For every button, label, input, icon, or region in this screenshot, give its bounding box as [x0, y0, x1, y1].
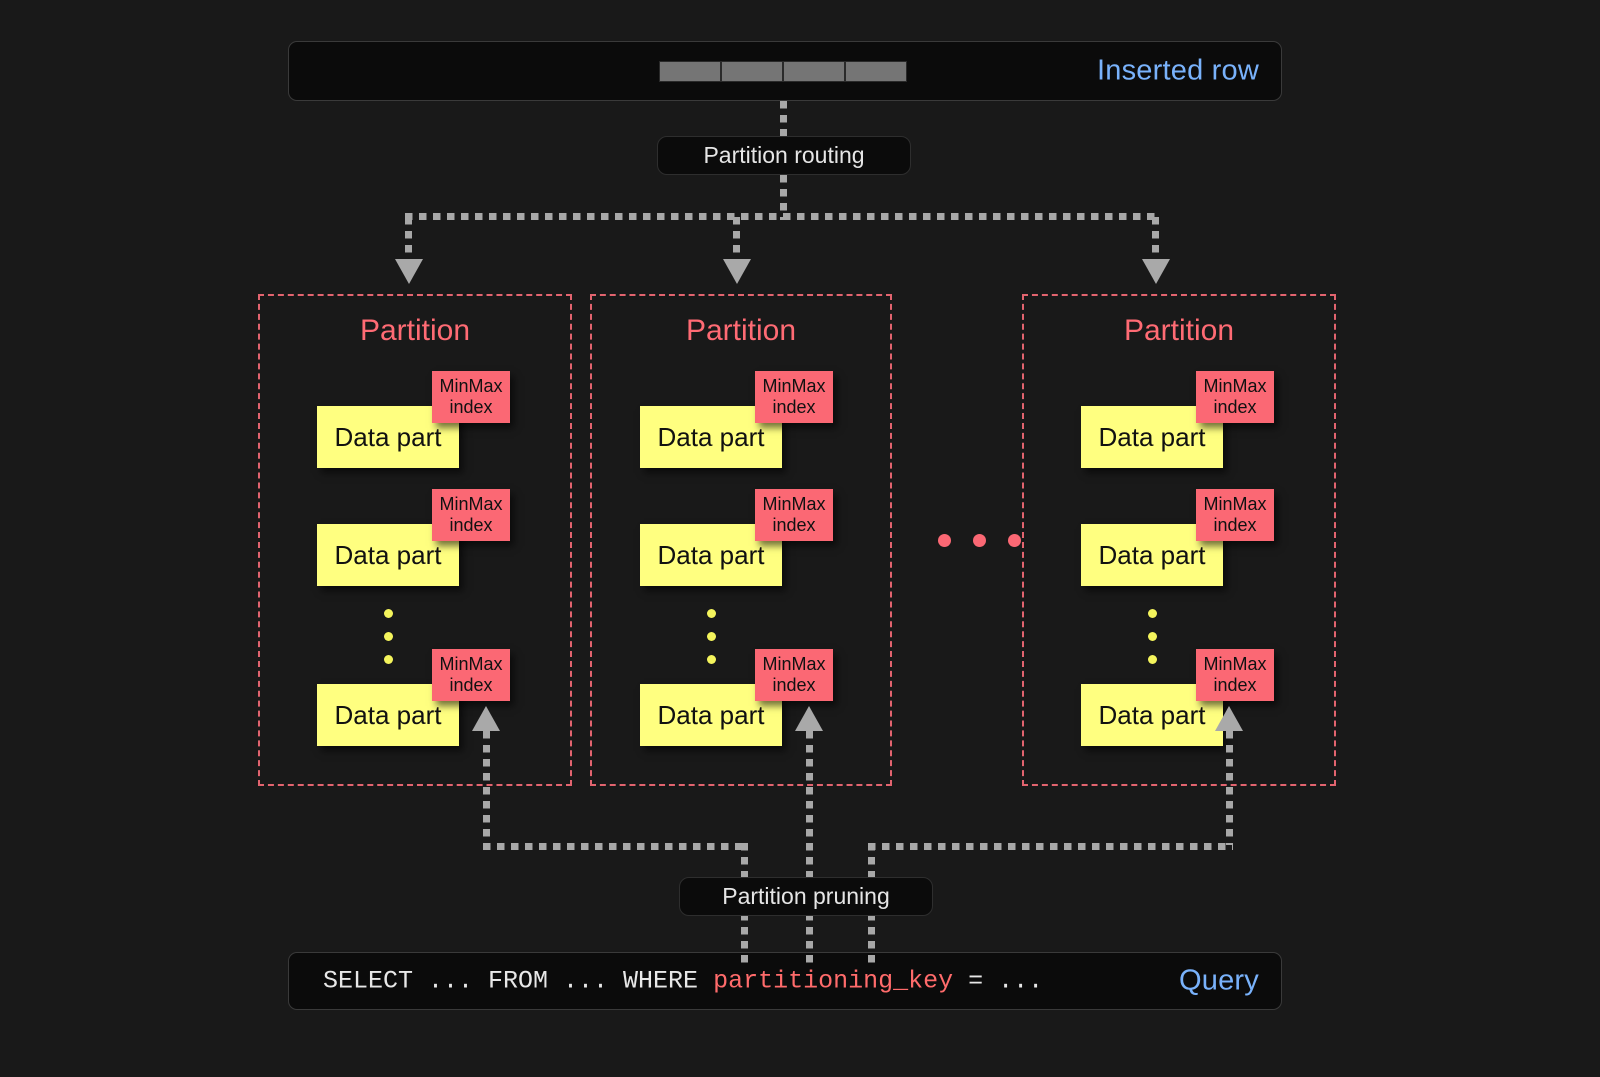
connector-routing-to-bus	[780, 175, 787, 220]
minmax-line1: MinMax	[762, 376, 826, 397]
partitions-ellipsis	[938, 534, 1021, 547]
minmax-index-box: MinMax index	[432, 649, 510, 701]
partition-pruning-box[interactable]: Partition pruning	[679, 877, 933, 916]
minmax-line1: MinMax	[762, 494, 826, 515]
partition-box-3[interactable]: Partition MinMax index Data part MinMax …	[1022, 294, 1336, 786]
partition-routing-box[interactable]: Partition routing	[657, 136, 911, 175]
partition-title: Partition	[359, 314, 471, 347]
minmax-line2: index	[449, 675, 493, 695]
partition-box-1[interactable]: Partition MinMax index Data part MinMax …	[258, 294, 572, 786]
row-cell	[721, 61, 783, 82]
minmax-line2: index	[1213, 515, 1257, 535]
connector-bus-to-partition-2	[733, 217, 740, 264]
data-part-label: Data part	[1098, 421, 1206, 452]
arrow-down-partition-1	[395, 259, 423, 284]
data-part-label: Data part	[657, 699, 765, 730]
minmax-index-box: MinMax index	[432, 489, 510, 541]
row-cell	[783, 61, 845, 82]
connector-partition-2-down	[806, 731, 813, 963]
vertical-ellipsis	[384, 609, 393, 678]
query-bar: SELECT ... FROM ... WHERE partitioning_k…	[288, 952, 1282, 1010]
inserted-row-label: Inserted row	[1097, 54, 1259, 87]
query-label: Query	[1179, 964, 1259, 997]
ellipsis-dot	[1148, 609, 1157, 618]
ellipsis-dot	[707, 632, 716, 641]
data-part-label: Data part	[334, 421, 442, 452]
row-cell	[659, 61, 721, 82]
ellipsis-dot	[1008, 534, 1021, 547]
connector-pruning-bus-right	[868, 843, 1233, 850]
minmax-line2: index	[772, 515, 816, 535]
ellipsis-dot	[1148, 655, 1157, 664]
minmax-line2: index	[1213, 397, 1257, 417]
partition-title: Partition	[1123, 314, 1235, 347]
connector-row-to-routing	[780, 101, 787, 137]
data-part-label: Data part	[334, 539, 442, 570]
minmax-line1: MinMax	[439, 494, 503, 515]
connector-routing-bus	[405, 213, 1158, 220]
minmax-line2: index	[449, 397, 493, 417]
minmax-line2: index	[1213, 675, 1257, 695]
ellipsis-dot	[384, 655, 393, 664]
arrow-down-partition-2	[723, 259, 751, 284]
minmax-index-box: MinMax index	[755, 649, 833, 701]
connector-partition-1-down	[483, 731, 490, 845]
data-part-label: Data part	[1098, 539, 1206, 570]
ellipsis-dot	[707, 609, 716, 618]
data-part-box: Data part	[1081, 406, 1223, 468]
vertical-ellipsis	[1148, 609, 1157, 678]
ellipsis-dot	[938, 534, 951, 547]
inserted-row-bar: Inserted row	[288, 41, 1282, 101]
query-prefix: SELECT ... FROM ... WHERE	[323, 966, 714, 996]
arrow-down-partition-3	[1142, 259, 1170, 284]
minmax-line1: MinMax	[762, 654, 826, 675]
minmax-index-box: MinMax index	[1196, 371, 1274, 423]
query-partitioning-key: partitioning_key	[713, 966, 954, 996]
arrow-up-partition-2	[795, 706, 823, 731]
ellipsis-dot	[1148, 632, 1157, 641]
data-part-box: Data part	[317, 684, 459, 746]
connector-bus-to-partition-1	[405, 217, 412, 264]
minmax-index-box: MinMax index	[1196, 649, 1274, 701]
partition-box-2[interactable]: Partition MinMax index Data part MinMax …	[590, 294, 892, 786]
data-part-label: Data part	[1098, 699, 1206, 730]
ellipsis-dot	[384, 609, 393, 618]
partition-title: Partition	[685, 314, 797, 347]
data-part-label: Data part	[334, 699, 442, 730]
minmax-line1: MinMax	[439, 376, 503, 397]
minmax-index-box: MinMax index	[432, 371, 510, 423]
ellipsis-dot	[707, 655, 716, 664]
minmax-line2: index	[772, 397, 816, 417]
arrow-up-partition-3	[1215, 706, 1243, 731]
minmax-line1: MinMax	[1203, 494, 1267, 515]
connector-bus-to-partition-3	[1152, 217, 1159, 264]
query-suffix: = ...	[953, 966, 1044, 996]
ellipsis-dot	[973, 534, 986, 547]
arrow-up-partition-1	[472, 706, 500, 731]
minmax-index-box: MinMax index	[755, 489, 833, 541]
vertical-ellipsis	[707, 609, 716, 678]
connector-partition-3-down	[1226, 731, 1233, 845]
data-part-label: Data part	[657, 539, 765, 570]
inserted-row-cells	[659, 61, 907, 82]
partition-routing-label: Partition routing	[703, 142, 865, 168]
row-cell	[845, 61, 907, 82]
connector-pruning-bus-left	[483, 843, 748, 850]
minmax-line1: MinMax	[1203, 654, 1267, 675]
minmax-line2: index	[772, 675, 816, 695]
minmax-index-box: MinMax index	[1196, 489, 1274, 541]
ellipsis-dot	[384, 632, 393, 641]
query-statement: SELECT ... FROM ... WHERE partitioning_k…	[323, 967, 1043, 996]
minmax-line1: MinMax	[1203, 376, 1267, 397]
data-part-label: Data part	[657, 421, 765, 452]
minmax-index-box: MinMax index	[755, 371, 833, 423]
minmax-line2: index	[449, 515, 493, 535]
minmax-line1: MinMax	[439, 654, 503, 675]
partition-pruning-label: Partition pruning	[722, 883, 890, 909]
